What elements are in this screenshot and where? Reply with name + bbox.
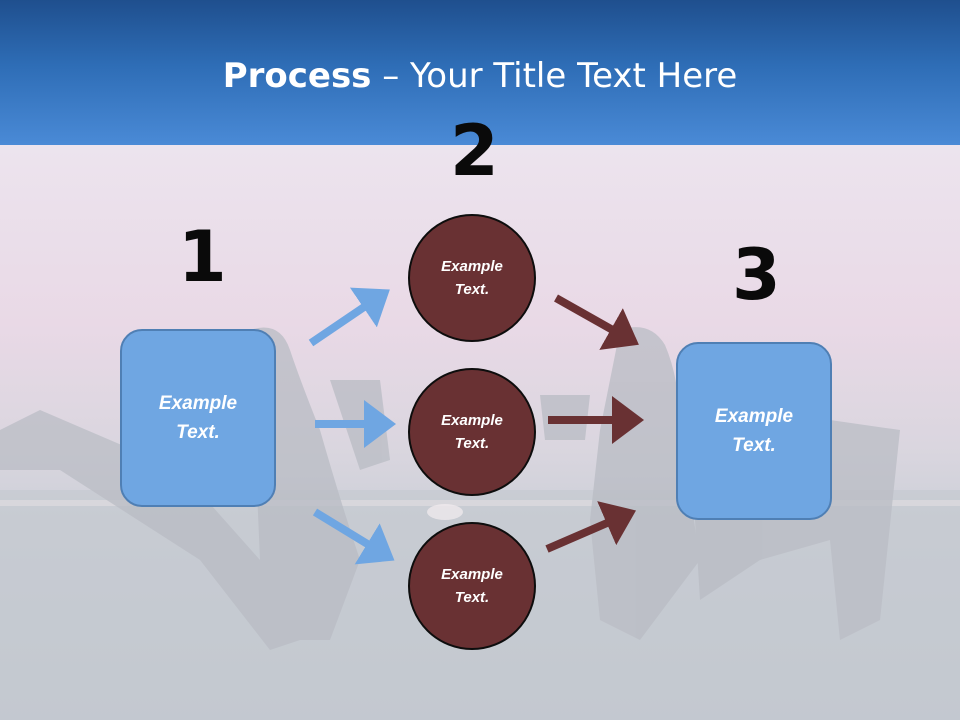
circle-top-line1: Example [441, 258, 503, 275]
circle-bottom-line1: Example [441, 566, 503, 583]
circle-middle-line1: Example [441, 412, 503, 429]
step-1-box-line1: Example [158, 393, 238, 414]
circle-bottom-line2: Text. [454, 589, 490, 606]
step-number-3: 3 [732, 234, 781, 316]
arrow-left-to-bottom [312, 508, 395, 565]
step-2-circle-top: Example Text. [408, 214, 536, 342]
title-bold: Process [222, 56, 372, 96]
step-1-box-line2: Text. [176, 422, 220, 443]
arrow-top-to-right [554, 294, 639, 350]
title-bar [0, 0, 960, 145]
slide-title: Process – Your Title Text Here [0, 56, 960, 96]
circle-top-line2: Text. [454, 281, 490, 298]
step-3-box-line2: Text. [732, 435, 776, 456]
title-rest: – Your Title Text Here [371, 56, 738, 96]
step-1-box: Example Text. [120, 329, 276, 507]
arrow-bottom-to-right [545, 501, 637, 553]
step-2-circle-bottom: Example Text. [408, 522, 536, 650]
arrow-left-to-top [308, 287, 390, 347]
circle-middle-line2: Text. [454, 435, 490, 452]
step-2-circle-middle: Example Text. [408, 368, 536, 496]
step-number-1: 1 [178, 216, 227, 298]
step-number-2: 2 [450, 110, 499, 192]
step-3-box-line1: Example [714, 406, 794, 427]
step-3-box: Example Text. [676, 342, 832, 520]
